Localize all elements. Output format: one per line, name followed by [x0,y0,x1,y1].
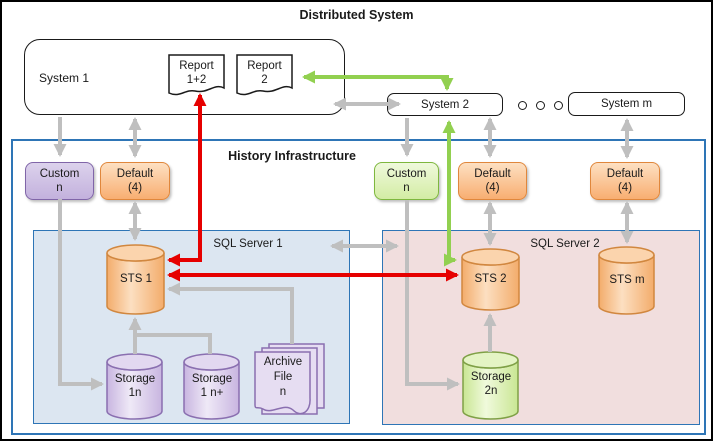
default-adapter-right: Default (4) [590,162,660,200]
sql-server-1-label: SQL Server 1 [213,238,283,250]
ellipsis-dot-1 [518,101,527,110]
system-m-box: System m [568,92,685,116]
storage-1n-label: Storage 1n [114,373,156,399]
sql-server-2-label: SQL Server 2 [530,238,600,250]
custom-adapter-mid: Custom n [374,162,439,200]
sts2-label: STS 2 [474,273,507,285]
system-1-label: System 1 [39,71,90,85]
custom-adapter-left: Custom n [25,162,94,200]
diagram-title: Distributed System [299,8,414,22]
archive-file-label: Archive File n [263,356,303,398]
ellipsis-dot-2 [536,101,545,110]
default-adapter-mid: Default (4) [458,162,527,200]
sts-m-label: STS m [609,274,645,286]
storage-1n-plus-label: Storage 1 n+ [191,373,233,399]
sts1-label: STS 1 [120,273,152,285]
sql-server-2-box [382,230,700,425]
system-2-box: System 2 [387,93,503,116]
report-1-2-label: Report 1+2 [179,60,214,86]
storage-2n-label: Storage 2n [470,371,512,397]
history-infrastructure-title: History Infrastructure [228,149,356,163]
default-adapter-left: Default (4) [100,162,170,200]
ellipsis-dot-3 [554,101,563,110]
report-2-label: Report 2 [247,60,282,86]
